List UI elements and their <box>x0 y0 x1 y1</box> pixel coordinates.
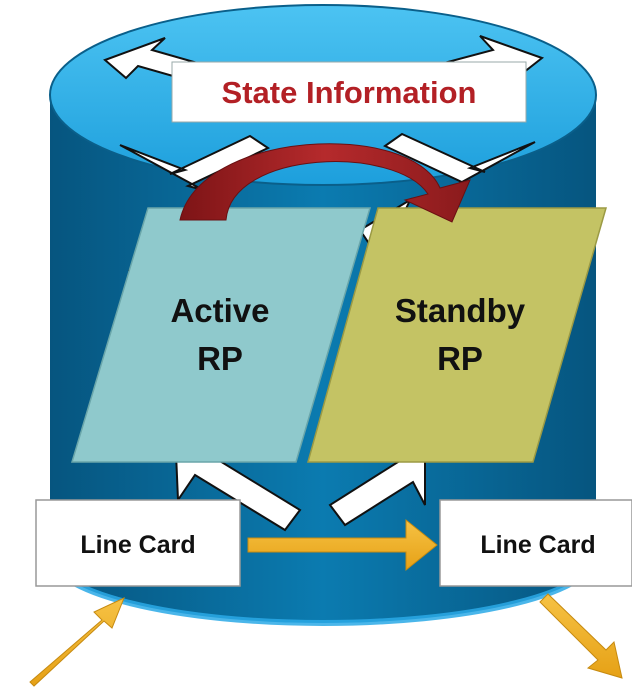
standby-rp-label-line2: RP <box>437 340 483 377</box>
linecard-transfer-arrow <box>247 518 438 572</box>
line-card-left-label: Line Card <box>80 531 195 559</box>
egress-arrow <box>539 593 623 679</box>
ingress-arrow <box>29 597 125 687</box>
line-card-left-box <box>35 499 241 587</box>
active-rp-label-line2: RP <box>197 340 243 377</box>
active-rp-panel <box>70 207 371 463</box>
state-information-label: State Information <box>222 75 477 110</box>
line-card-right-label: Line Card <box>480 531 595 559</box>
active-rp-label-line1: Active <box>170 292 269 329</box>
standby-rp-label-line1: Standby <box>395 292 526 329</box>
state-information-box <box>171 61 527 123</box>
standby-rp-panel <box>307 207 607 463</box>
line-card-right-box <box>439 499 632 587</box>
state-sync-arrow <box>179 143 471 223</box>
